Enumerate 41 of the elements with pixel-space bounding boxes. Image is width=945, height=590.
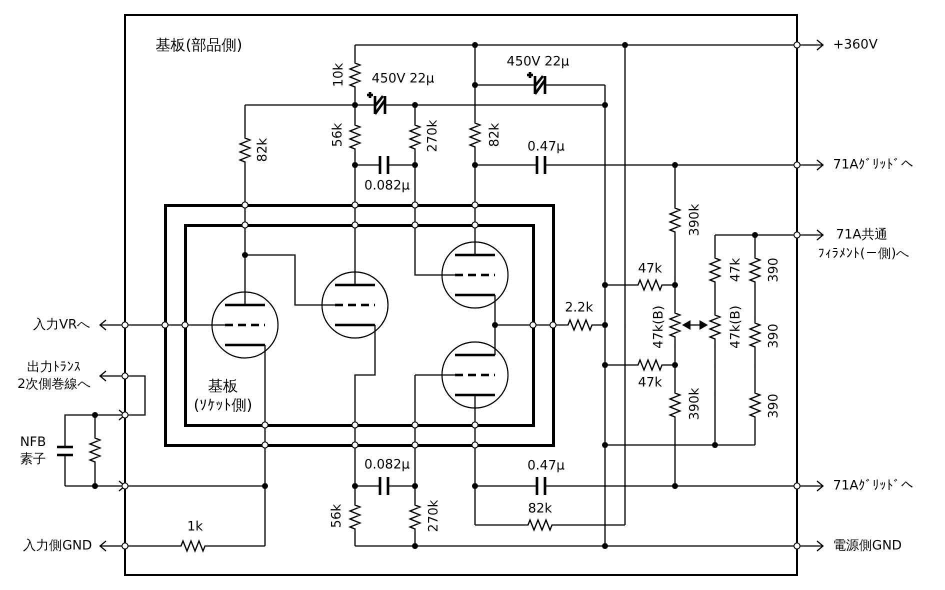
component-value: 270k [426,500,442,532]
socket-board-frame [184,224,535,427]
terminal-label: 出力ﾄﾗﾝｽ 2次側巻線へ [16,359,92,393]
board-label: 基板(部品側) [154,36,244,55]
component-value: 390k [686,388,704,420]
component-value: 82k [254,138,272,162]
terminal-label: 電源側GND [833,538,902,554]
terminal-label: ﾌｨﾗﾒﾝﾄ(－側)へ [818,246,910,262]
component-value: 0.082μ [364,178,410,194]
component-value: 47k [638,260,662,278]
component-value: 56k [330,122,346,148]
component-value: 47k [728,258,744,282]
component-value: 0.082μ [364,456,410,474]
component-value: 390 [766,258,782,282]
component-label: NFB 素子 [18,434,48,468]
circuit-board-outline [124,14,798,576]
component-value: 56k [328,504,346,528]
component-value: 390 [766,324,782,348]
component-value: 47k(B) [650,305,668,349]
component-value: 270k [424,120,442,152]
component-value: 10k [330,62,348,88]
terminal-label: 71Aｸﾞﾘｯﾄﾞへ [833,156,914,174]
component-value: 0.47μ [527,458,565,474]
component-value: 0.47μ [527,138,565,156]
component-value: 2.2k [564,300,594,316]
component-value: 82k [486,122,504,148]
socket-board-frame [164,204,555,447]
terminal-label: 71Aｸﾞﾘｯﾄﾞへ [833,478,914,494]
component-value: 390k [686,204,704,236]
terminal-label: 入力VRへ [33,316,90,334]
board-label: 基板 (ｿｹｯﾄ側) [192,377,254,415]
terminal-label: +360V [833,36,878,54]
component-value: 47k [638,374,662,392]
component-value: 390 [766,394,782,418]
component-value: 82k [528,500,552,518]
component-value: 450V 22μ [506,54,570,70]
terminal-label: 入力側GND [23,538,92,554]
component-value: 450V 22μ [372,70,434,88]
component-value: 1k [187,518,203,536]
terminal-label: 71A共通 [836,226,888,244]
component-value: 47k(B) [728,305,744,349]
